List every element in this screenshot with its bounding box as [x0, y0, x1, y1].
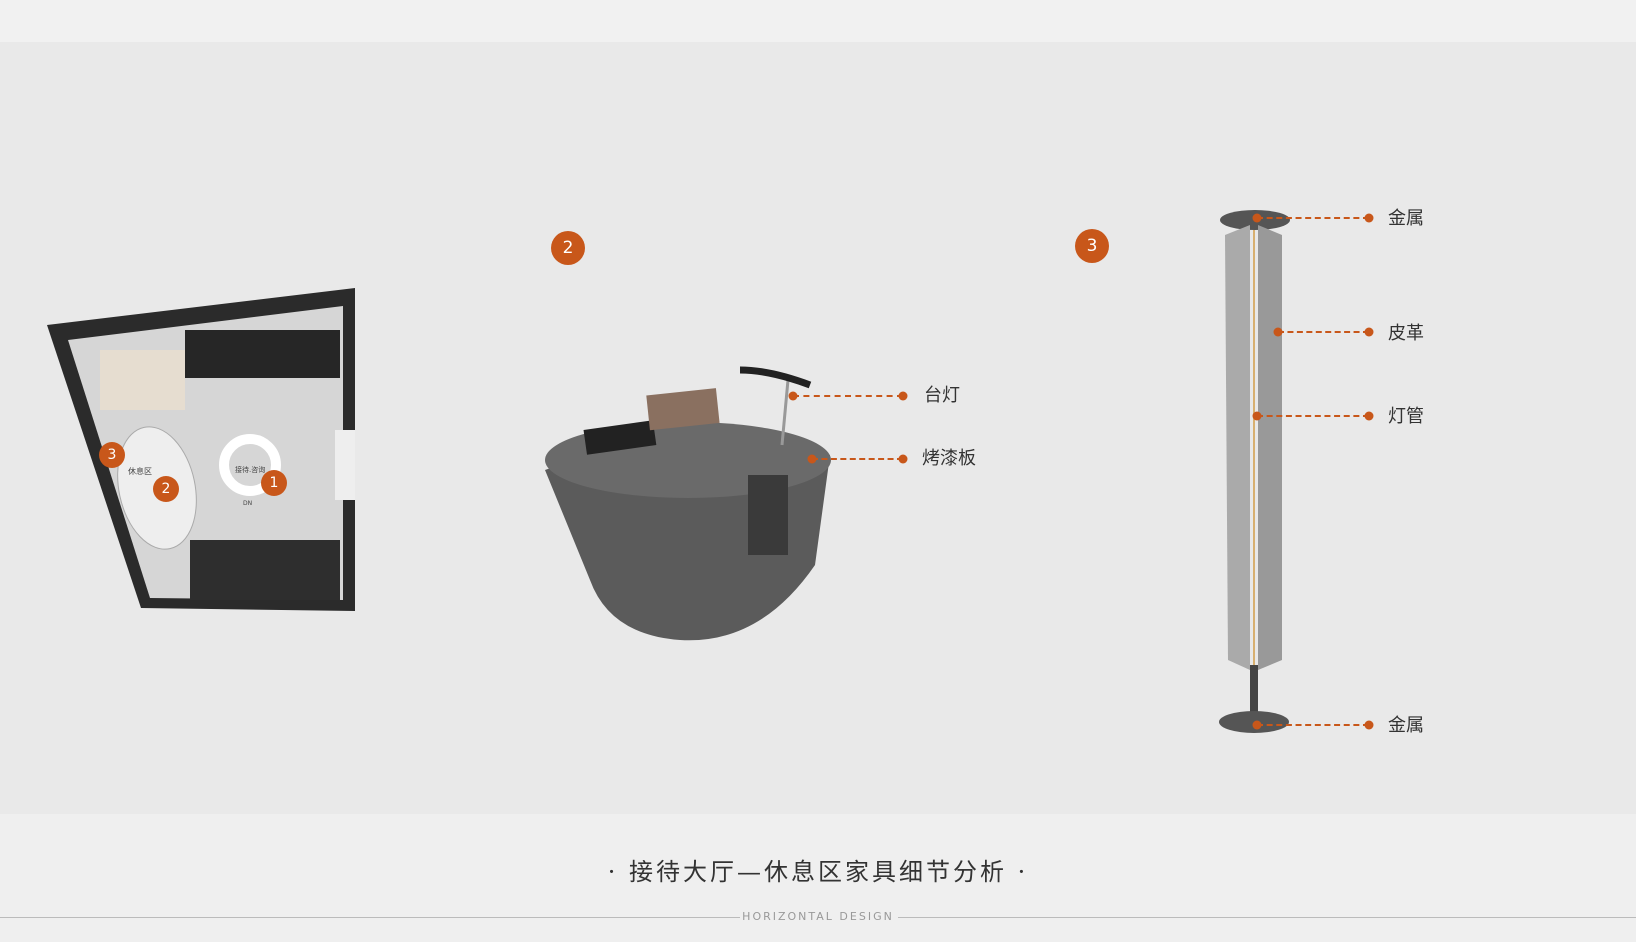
plan-marker-3: 3 — [99, 442, 125, 468]
reception-label: 接待.咨询 — [235, 465, 265, 474]
tube-dot — [1252, 411, 1262, 421]
column-label-leather: 皮革 — [1388, 323, 1424, 344]
leather-leader — [1278, 331, 1369, 333]
lamp-dot — [788, 391, 798, 401]
column-marker: 3 — [1075, 229, 1109, 263]
page-title: · 接待大厅—休息区家具细节分析 · — [607, 858, 1029, 886]
bottom-band — [0, 814, 1636, 942]
lacquer-dot — [807, 454, 817, 464]
zone-label: 休息区 — [128, 466, 152, 476]
metal-top-dot-end — [1364, 213, 1374, 223]
lacquer-dot-end — [898, 454, 908, 464]
floor-lamp-column-illustration — [1219, 210, 1290, 733]
metal-bottom-dot — [1252, 720, 1262, 730]
top-band — [0, 0, 1636, 42]
leather-dot-end — [1364, 327, 1374, 337]
lamp-leader — [793, 395, 903, 397]
tube-leader — [1257, 415, 1369, 417]
metal-bottom-leader — [1257, 724, 1369, 726]
metal-top-dot — [1252, 213, 1262, 223]
table-label-lacquer: 烤漆板 — [922, 448, 976, 469]
column-label-tube: 灯管 — [1388, 406, 1424, 427]
side-table-illustration — [545, 366, 831, 641]
table-label-lamp: 台灯 — [924, 385, 960, 406]
lacquer-leader — [812, 458, 903, 460]
stair-label: DN — [243, 500, 252, 507]
footer-rule-left — [0, 917, 740, 918]
leather-dot — [1273, 327, 1283, 337]
metal-bottom-dot-end — [1364, 720, 1374, 730]
plan-marker-1: 1 — [261, 470, 287, 496]
footer-rule-right — [898, 917, 1636, 918]
tube-dot-end — [1364, 411, 1374, 421]
footer-subtitle: HORIZONTAL DESIGN — [742, 910, 894, 923]
plan-marker-2: 2 — [153, 476, 179, 502]
column-label-metal-top: 金属 — [1388, 208, 1424, 229]
lamp-dot-end — [898, 391, 908, 401]
table-marker: 2 — [551, 231, 585, 265]
metal-top-leader — [1257, 217, 1369, 219]
floor-plan: 休息区 接待.咨询 DN — [47, 288, 355, 611]
column-label-metal-bottom: 金属 — [1388, 715, 1424, 736]
